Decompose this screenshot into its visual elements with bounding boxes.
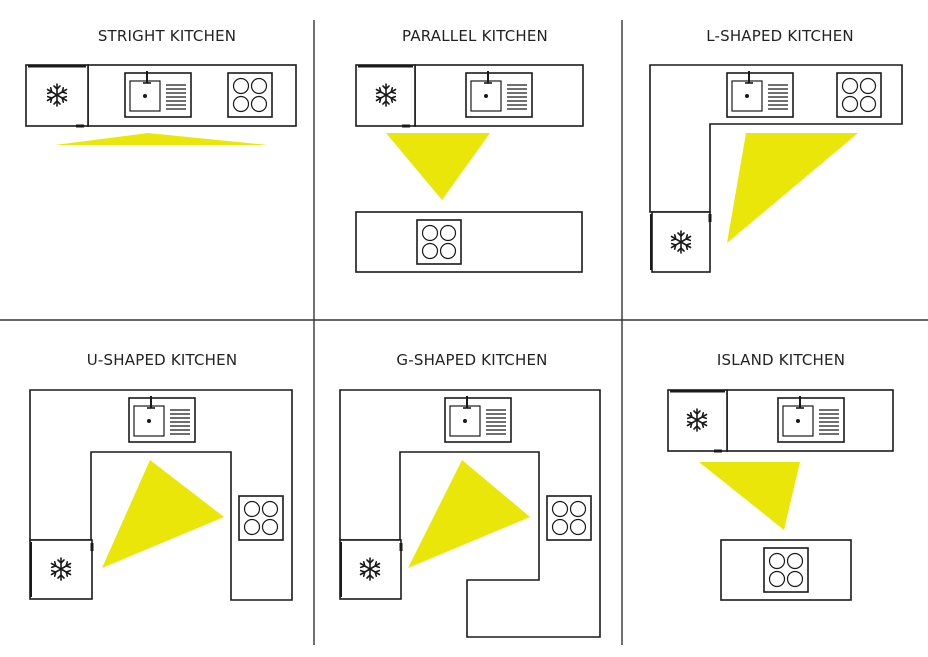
layout-l-shaped: L-SHAPED KITCHEN — [649, 27, 903, 273]
grid-dividers — [0, 20, 928, 645]
sink-icon — [444, 395, 512, 443]
layout-straight: STRIGHT KITCHEN — [25, 27, 297, 145]
layout-title-island: ISLAND KITCHEN — [717, 351, 845, 369]
cooktop-icon — [763, 547, 809, 593]
sink-icon — [726, 70, 794, 118]
layout-title-straight: STRIGHT KITCHEN — [98, 27, 236, 45]
cooktop-icon — [416, 219, 462, 265]
fridge-icon — [29, 539, 94, 600]
sink-icon — [128, 395, 196, 443]
sink-icon — [777, 395, 845, 443]
cooktop-icon — [836, 72, 882, 118]
layout-island: ISLAND KITCHEN — [667, 351, 894, 601]
cooktop-icon — [227, 72, 273, 118]
fridge-icon — [339, 539, 403, 600]
fridge-icon — [650, 211, 712, 273]
sink-icon — [465, 70, 533, 118]
fridge-icon — [355, 64, 416, 128]
sink-icon — [124, 70, 192, 118]
layout-u-shaped: U-SHAPED KITCHEN — [29, 351, 293, 601]
work-triangle — [55, 133, 268, 145]
counter — [355, 211, 583, 273]
layout-title-l-shaped: L-SHAPED KITCHEN — [706, 27, 854, 45]
cooktop-icon — [238, 495, 284, 541]
work-triangle — [386, 133, 490, 200]
fridge-icon — [667, 389, 728, 453]
work-triangle — [102, 460, 224, 568]
fridge-icon — [25, 64, 89, 128]
work-triangle — [699, 462, 800, 530]
cooktop-icon — [546, 495, 592, 541]
layout-parallel: PARALLEL KITCHEN — [355, 27, 584, 273]
layout-title-parallel: PARALLEL KITCHEN — [402, 27, 548, 45]
layout-g-shaped: G-SHAPED KITCHEN — [339, 351, 601, 638]
layout-title-g-shaped: G-SHAPED KITCHEN — [396, 351, 547, 369]
work-triangle — [408, 460, 530, 568]
layout-title-u-shaped: U-SHAPED KITCHEN — [87, 351, 238, 369]
work-triangle — [727, 133, 858, 243]
